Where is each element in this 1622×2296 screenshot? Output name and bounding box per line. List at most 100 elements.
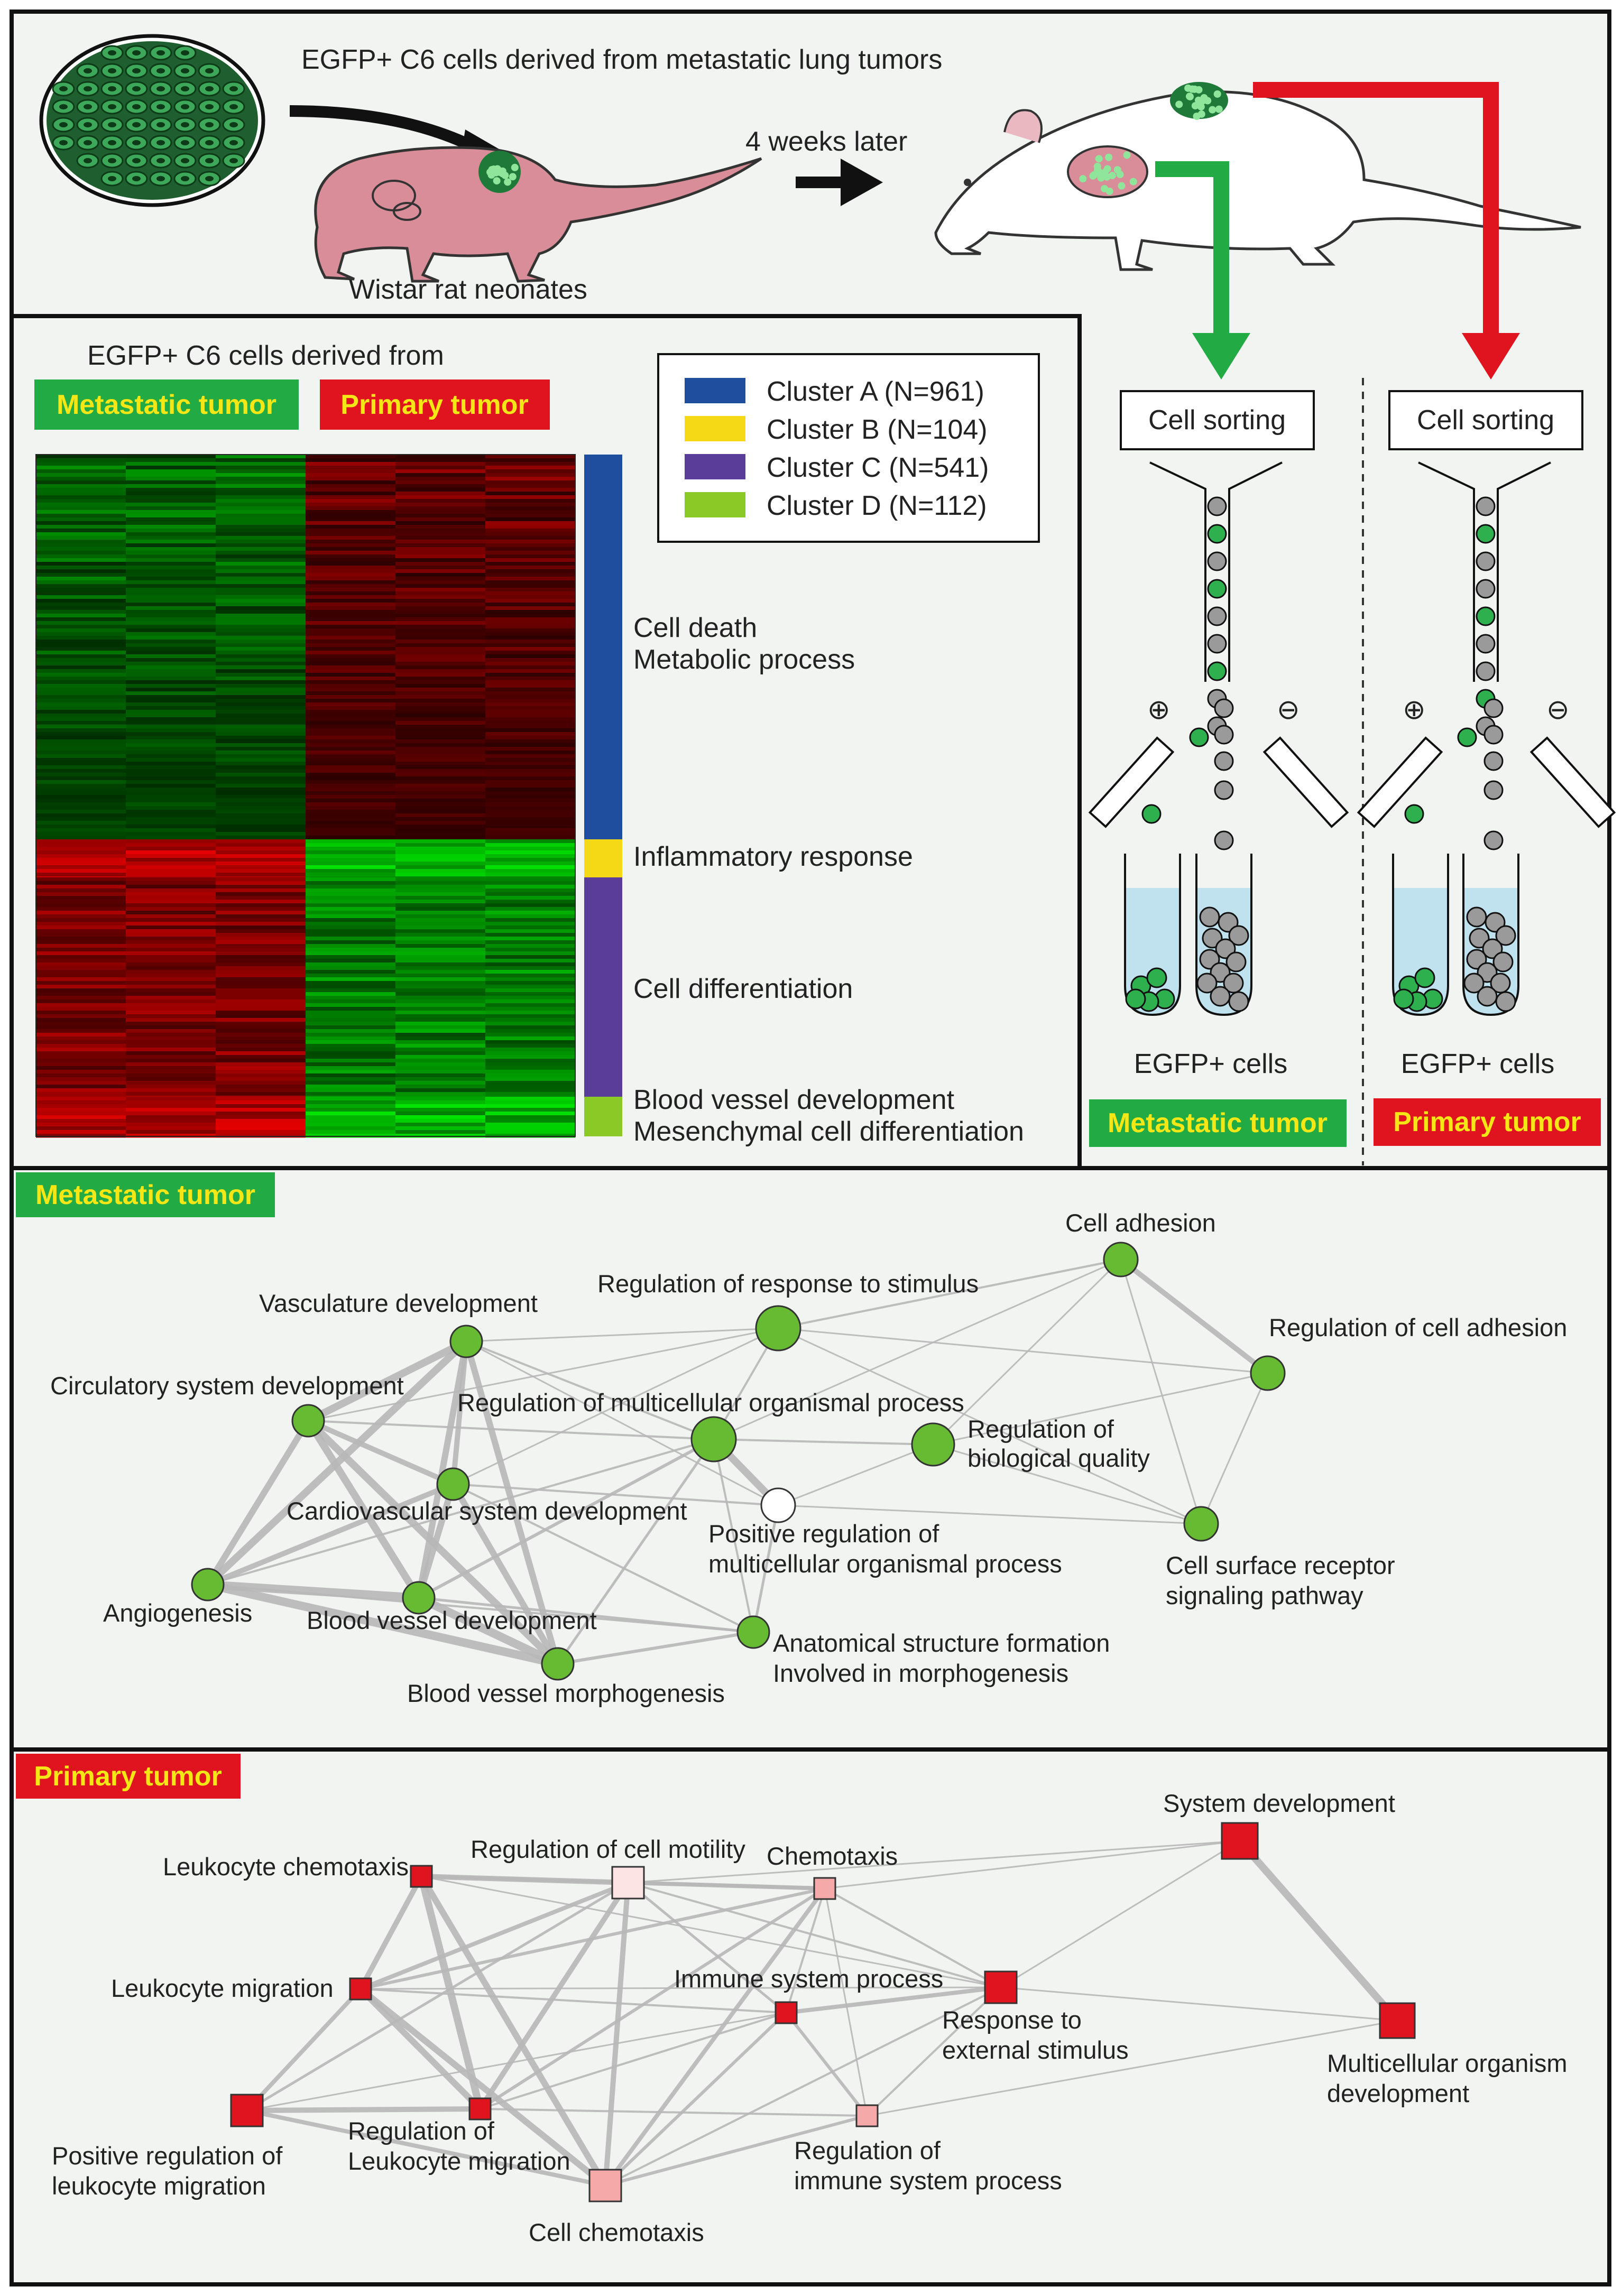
heatmap-cell — [306, 1036, 396, 1041]
heatmap-cell — [306, 959, 396, 963]
heatmap-cell — [306, 988, 396, 993]
heatmap-cell — [126, 839, 216, 844]
heatmap-cell — [36, 940, 126, 945]
heatmap-cell — [36, 710, 126, 714]
heatmap-cell — [36, 843, 126, 847]
heatmap-cell — [216, 477, 306, 481]
heatmap-cell — [485, 651, 576, 655]
heatmap-cell — [216, 1100, 306, 1105]
heatmap-cell — [126, 933, 216, 937]
heatmap-cell — [126, 665, 216, 670]
dish-cell-nucleus — [108, 50, 116, 55]
heatmap-cell — [36, 584, 126, 588]
heatmap-cell — [485, 802, 576, 807]
heatmap-cell — [306, 617, 396, 622]
heatmap-cell — [306, 621, 396, 625]
dish-cell-nucleus — [205, 122, 214, 127]
heatmap-cell — [126, 640, 216, 644]
heatmap-cell — [126, 776, 216, 781]
heatmap-cell — [395, 806, 486, 810]
dish-cell-nucleus — [132, 158, 141, 163]
negative-cell — [1495, 925, 1516, 946]
primary-network-edges — [244, 1837, 1401, 2189]
tumor-cell-dot — [1199, 97, 1206, 105]
network-edge — [713, 1258, 1122, 1440]
heatmap-cell — [306, 732, 396, 736]
heatmap-cell — [36, 1014, 126, 1019]
heatmap-cell — [126, 636, 216, 640]
heatmap-cell — [216, 773, 306, 777]
heatmap-cell — [395, 1070, 486, 1074]
network-edge — [932, 1372, 1269, 1446]
heatmap-cell — [485, 1051, 576, 1056]
heatmap-cell — [485, 665, 576, 670]
heatmap-cell — [306, 455, 396, 459]
heatmap-cell — [306, 929, 396, 933]
heatmap-cell — [216, 469, 306, 474]
heatmap-cell — [126, 999, 216, 1004]
network-edge — [713, 1438, 754, 1633]
heatmap-cell — [216, 562, 306, 566]
heatmap-cell — [485, 632, 576, 636]
heatmap-cell — [36, 922, 126, 926]
heatmap-cell — [306, 865, 396, 869]
heatmap-cell — [126, 918, 216, 922]
heatmap-cell — [126, 1104, 216, 1108]
heatmap-cell — [395, 677, 486, 681]
heatmap-cell — [306, 843, 396, 847]
col-group-primary: Primary tumor — [340, 390, 528, 420]
heatmap-cell — [485, 832, 576, 836]
heatmap-cell — [126, 940, 216, 945]
heatmap-cell — [306, 1085, 396, 1089]
heatmap-cell — [485, 784, 576, 788]
tube-headspace — [1464, 854, 1517, 888]
heatmap-cell — [485, 603, 576, 607]
heatmap-cell — [126, 532, 216, 536]
heatmap-cell — [36, 888, 126, 893]
heatmap-cell — [485, 1070, 576, 1074]
heatmap-cell — [36, 462, 126, 466]
heatmap-cell — [36, 937, 126, 941]
heatmap-cell — [36, 1003, 126, 1007]
heatmap-cell — [306, 558, 396, 562]
cluster-bar-segment — [584, 877, 622, 1097]
network-edge — [205, 1418, 311, 1588]
heatmap-cell — [216, 580, 306, 585]
network-edge — [477, 1880, 631, 2112]
network-edge — [414, 1594, 562, 1668]
heatmap-cell — [36, 1066, 126, 1070]
heatmap-cell — [485, 944, 576, 948]
heatmap-cell — [36, 832, 126, 836]
heatmap-cell — [216, 977, 306, 982]
heatmap-cell — [126, 610, 216, 614]
heatmap-cell — [395, 836, 486, 840]
heatmap-cell — [306, 458, 396, 462]
heatmap-cell — [36, 684, 126, 688]
heatmap-cell — [395, 959, 486, 963]
heatmap-cell — [126, 988, 216, 993]
heatmap-cell — [306, 673, 396, 677]
heatmap-cell — [216, 1112, 306, 1116]
heatmap-cell — [395, 1097, 486, 1101]
heatmap-cell — [485, 1062, 576, 1067]
heatmap-cell — [485, 625, 576, 629]
heatmap-cell — [395, 1062, 486, 1067]
heatmap-cell — [395, 933, 486, 937]
network-edge — [246, 2012, 787, 2112]
tumor-cell-dot — [493, 177, 501, 185]
heatmap-cell — [126, 865, 216, 869]
egfp-cell — [1146, 967, 1167, 988]
heatmap-cell — [36, 488, 126, 492]
heatmap-cell — [216, 1119, 306, 1123]
heatmap-cell — [36, 736, 126, 740]
heatmap-cell — [485, 517, 576, 522]
heatmap-cell — [485, 911, 576, 915]
heatmap-cell — [126, 1092, 216, 1096]
heatmap-cell — [395, 484, 486, 488]
network-node — [349, 1977, 372, 2001]
heatmap-cell — [216, 1018, 306, 1022]
heatmap-cell — [395, 1025, 486, 1030]
heatmap-cell — [306, 488, 396, 492]
tumor-cell-dot — [1093, 162, 1101, 170]
heatmap-cell — [36, 455, 126, 459]
